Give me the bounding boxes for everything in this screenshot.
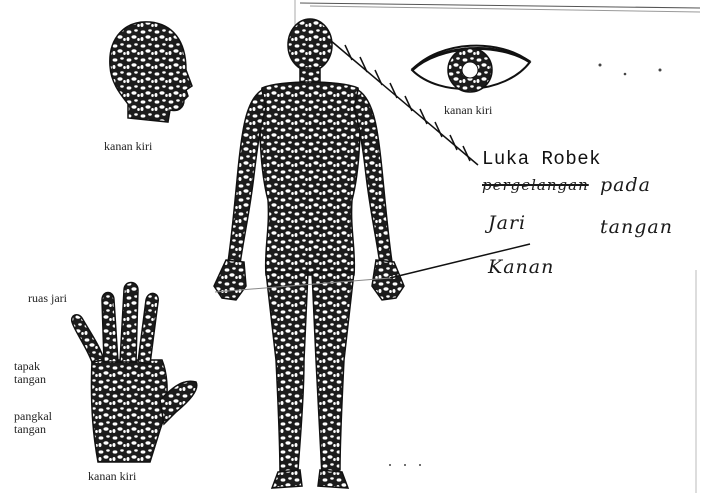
finger-3: [120, 283, 138, 363]
body-leg-right: [312, 272, 354, 476]
annotation-line-jari: Jari: [488, 212, 526, 234]
hand-label-ruas-jari: ruas jari: [28, 292, 67, 305]
hand-label-tapak-tangan: tapak tangan: [14, 360, 46, 386]
hand-palm: [91, 360, 167, 462]
body-foot-right: [318, 470, 348, 488]
eye-figure: [412, 46, 530, 92]
body-head: [288, 19, 332, 71]
hand-label-pangkal-tangan: pangkal tangan: [14, 410, 52, 436]
head-caption: kanan kiri: [104, 140, 152, 153]
body-figure: [214, 19, 404, 488]
annotation-line-kanan: Kanan: [488, 256, 554, 278]
body-arm-right: [354, 90, 392, 264]
hand-figure: [72, 283, 197, 463]
finger-4: [138, 293, 158, 364]
body-foot-left: [272, 470, 302, 488]
finger-2: [102, 293, 118, 363]
body-leg-left: [266, 272, 308, 476]
body-hand-left: [214, 260, 246, 300]
body-torso: [260, 82, 360, 275]
annotation-line-pada: pada: [600, 174, 651, 196]
hand-caption: kanan kiri: [88, 470, 136, 483]
eye-caption: kanan kiri: [444, 104, 492, 117]
head-silhouette: [110, 22, 192, 122]
body-hand-right: [372, 260, 404, 300]
annotation-line-tangan: tangan: [600, 216, 673, 238]
annotation-typed-text: Luka Robek: [482, 148, 601, 170]
body-arm-left: [228, 90, 266, 264]
head-figure: [110, 22, 192, 122]
finger-1: [72, 315, 104, 362]
annotation-struck-word: pergelangan: [482, 176, 589, 194]
